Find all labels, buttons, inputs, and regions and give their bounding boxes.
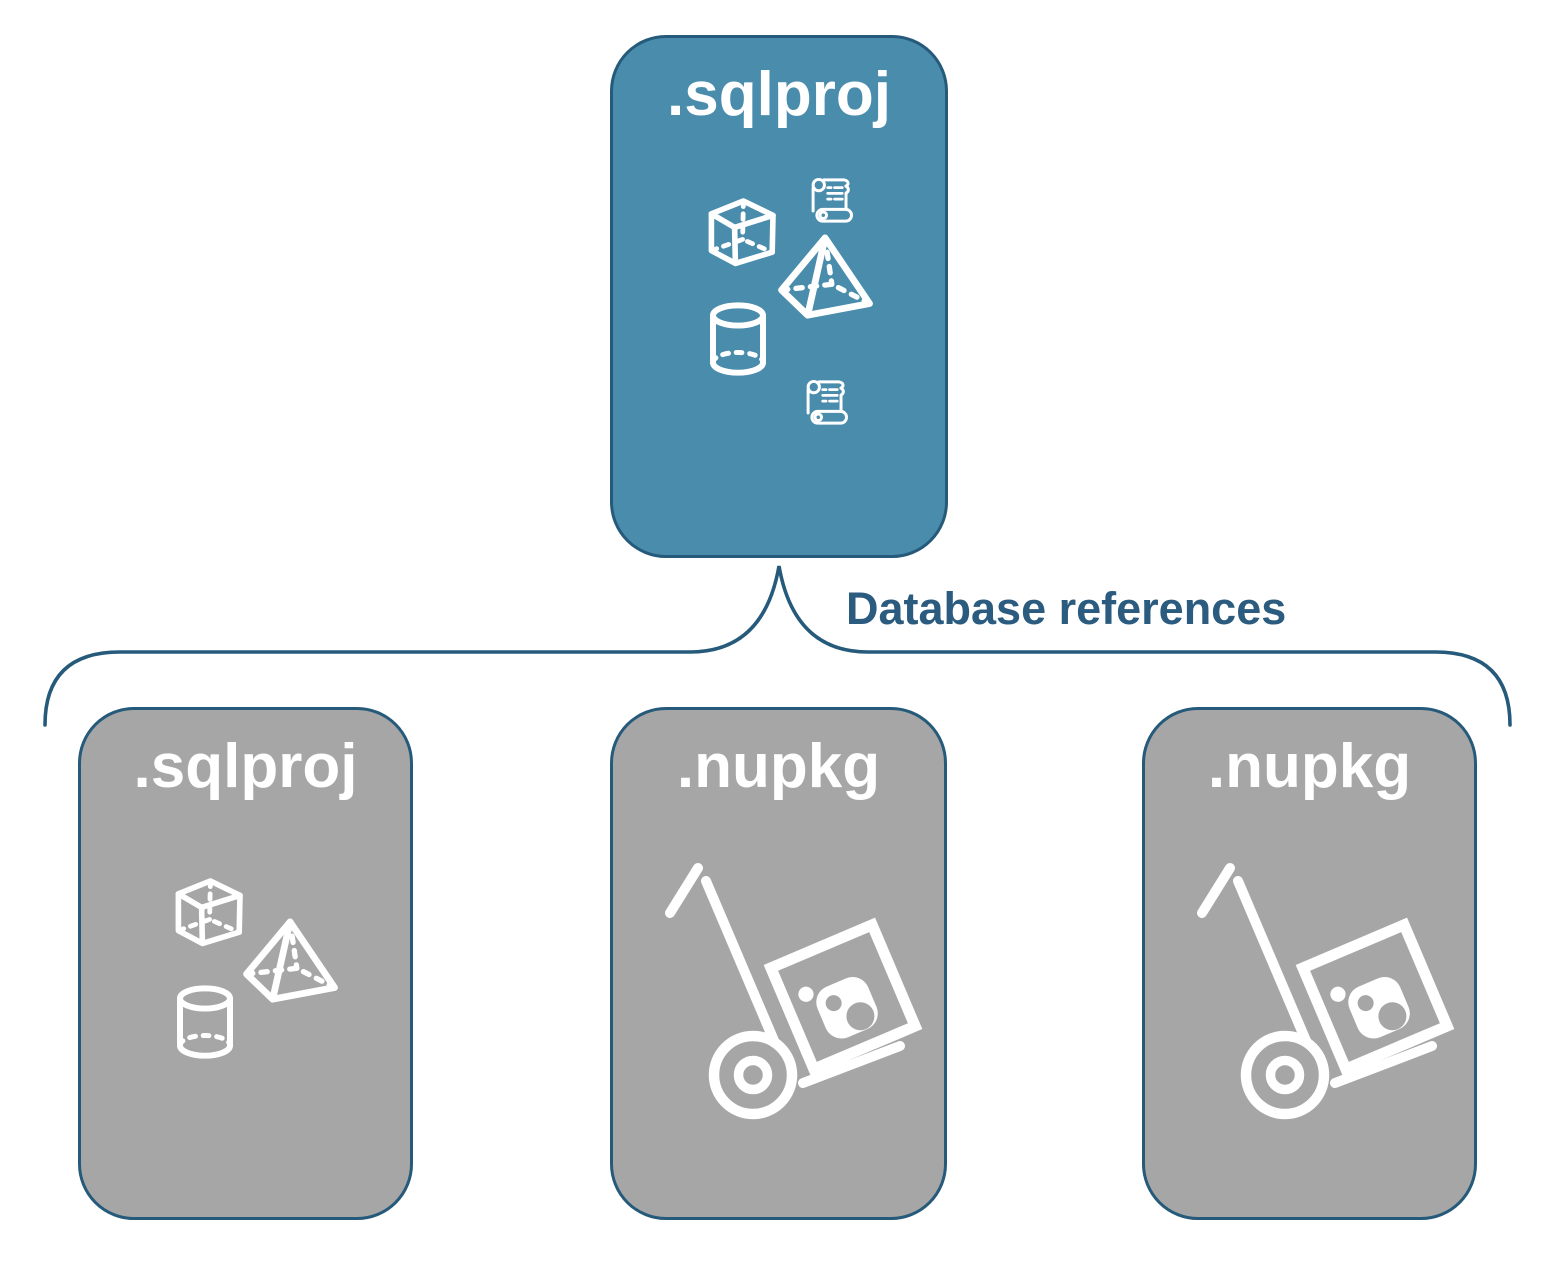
- cylinder-icon: [706, 302, 770, 377]
- script-scroll-icon: [800, 371, 854, 427]
- parent-box-title: .sqlproj: [667, 60, 891, 129]
- script-scroll-icon: [805, 169, 859, 225]
- cube-icon: [165, 869, 251, 949]
- nuget-dolly-icon: [1165, 840, 1465, 1130]
- child-box-title: .sqlproj: [133, 732, 358, 801]
- child-nupkg-box: .nupkg: [1142, 707, 1477, 1220]
- child-box-title: .nupkg: [676, 732, 881, 801]
- pyramid-icon: [778, 234, 876, 321]
- cylinder-icon: [173, 985, 237, 1060]
- connector-label: Database references: [846, 583, 1287, 634]
- child-box-title: .nupkg: [1207, 732, 1412, 801]
- cube-icon: [698, 189, 784, 269]
- pyramid-icon: [243, 918, 341, 1005]
- nuget-dolly-icon: [633, 840, 933, 1130]
- child-sqlproj-box: .sqlproj: [78, 707, 413, 1220]
- child-nupkg-box: .nupkg: [610, 707, 947, 1220]
- parent-sqlproj-box: .sqlproj: [610, 35, 948, 558]
